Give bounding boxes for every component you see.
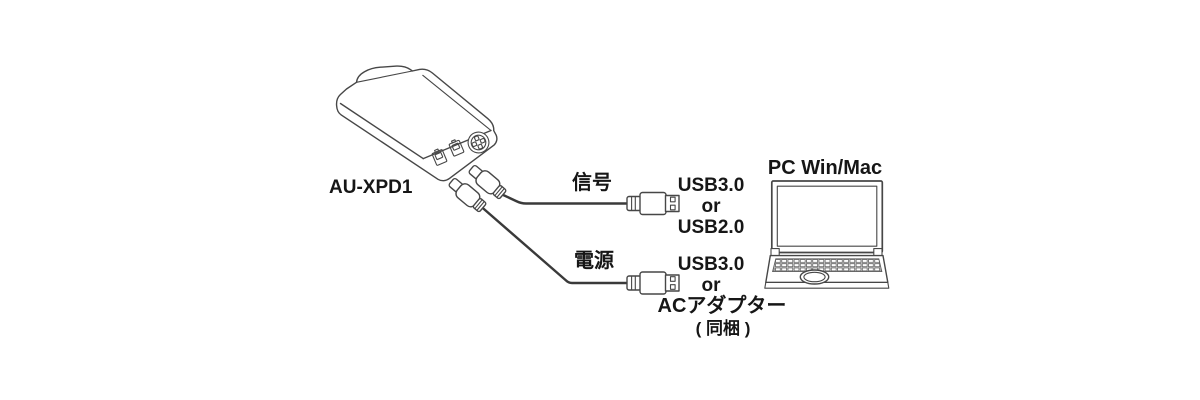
laptop-front-skirt — [764, 281, 890, 289]
signal-option-2: USB2.0 — [678, 217, 745, 238]
signal-option-1: USB3.0 — [678, 175, 745, 196]
device-round-connector — [467, 131, 490, 154]
laptop-trackpad-inner — [803, 271, 826, 283]
laptop-hinge-right — [873, 248, 883, 257]
micro-usb-connector-signal — [468, 164, 507, 200]
cable-signal — [498, 192, 630, 205]
device-lid-seam — [422, 74, 492, 132]
power-option-1: USB3.0 — [678, 254, 745, 275]
device-au-xpd1 — [335, 65, 498, 182]
usb-a-connector-signal — [626, 191, 680, 216]
power-option-included-note: ( 同梱 ) — [696, 318, 751, 338]
laptop-keyboard — [772, 258, 883, 273]
device-port-usb1 — [431, 148, 448, 166]
device-port-usb2 — [448, 139, 465, 157]
cable-power — [479, 205, 630, 285]
device-label: AU-XPD1 — [329, 177, 413, 198]
usb-a-connector-power — [626, 271, 680, 295]
laptop — [764, 180, 890, 289]
computer-label: PC Win/Mac — [768, 157, 882, 179]
laptop-screen — [776, 185, 878, 247]
micro-usb-connector-power — [448, 177, 487, 213]
signal-cable-label: 信号 — [572, 170, 612, 194]
signal-option-or: or — [702, 196, 722, 217]
laptop-hinge-left — [770, 248, 780, 257]
device-body — [335, 65, 498, 182]
power-option-or: or — [702, 275, 722, 296]
device-latch-base-line — [355, 70, 413, 83]
power-cable-label: 電源 — [574, 249, 614, 272]
power-option-2: ACアダプター — [658, 293, 787, 317]
laptop-screen-bezel — [770, 180, 884, 254]
device-left-edge-line — [339, 102, 424, 160]
